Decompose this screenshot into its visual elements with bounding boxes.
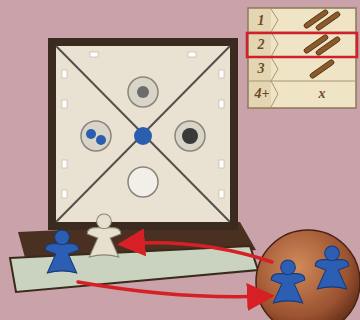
symbol-left <box>81 121 111 151</box>
symbol-bottom <box>128 167 158 197</box>
table-frame <box>248 8 356 108</box>
player-count: 3 <box>258 62 265 76</box>
blue-meeple <box>271 260 305 303</box>
exchange-arrows <box>78 243 272 297</box>
player-count: 4+ <box>255 87 270 101</box>
symbol-right-core <box>182 128 198 144</box>
tile-marks <box>62 52 224 198</box>
symbol-left-dot <box>96 135 106 145</box>
symbol-top <box>128 77 158 107</box>
building-tile <box>10 38 258 292</box>
copper-coin <box>256 230 360 320</box>
board-strip <box>10 246 258 292</box>
highlight-row <box>247 33 357 57</box>
tile-diagonals <box>56 46 230 222</box>
white-meeple <box>87 214 121 257</box>
arrow-to-coin <box>78 282 268 297</box>
symbol-top-core <box>137 86 149 98</box>
not-allowed-mark: x <box>319 87 326 101</box>
symbol-right <box>175 121 205 151</box>
cost-table <box>247 8 357 108</box>
tile-face <box>56 46 230 222</box>
player-count: 2 <box>258 38 265 52</box>
log-icons <box>303 9 341 79</box>
symbol-left-dot <box>86 129 96 139</box>
row-dividers <box>248 9 356 107</box>
center-marker <box>134 127 152 145</box>
tile-frame <box>48 38 238 230</box>
arrow-to-board <box>124 243 272 262</box>
blue-meeple <box>45 230 79 273</box>
player-count: 1 <box>258 14 265 28</box>
blue-meeple <box>315 246 349 289</box>
